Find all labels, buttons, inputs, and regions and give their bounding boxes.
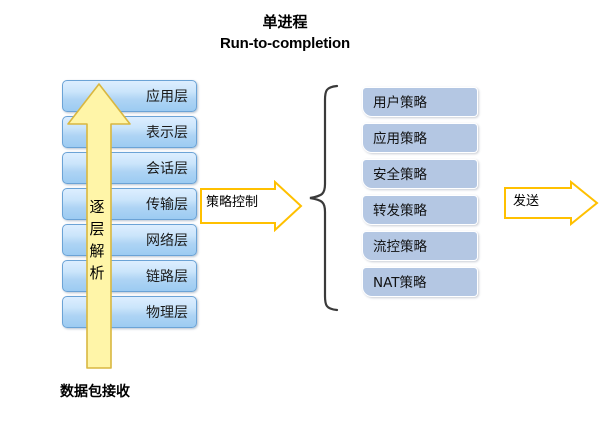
- send-arrow-icon: [503, 179, 599, 227]
- arrow-up-label-char: 逐: [89, 198, 105, 216]
- osi-layer-box[interactable]: 应用层: [62, 80, 197, 112]
- policy-item-label: 流控策略: [373, 239, 427, 255]
- osi-layer-box[interactable]: 物理层: [62, 296, 197, 328]
- policy-item[interactable]: 应用策略: [362, 123, 478, 153]
- osi-layer-label: 应用层: [146, 89, 188, 105]
- policy-item-label: 转发策略: [373, 203, 427, 219]
- osi-layer-stack: 应用层 表示层 会话层 传输层 网络层 链路层 物理层: [62, 80, 197, 332]
- policy-item-label: 安全策略: [373, 167, 427, 183]
- osi-layer-label: 网络层: [146, 233, 188, 249]
- osi-layer-box[interactable]: 网络层: [62, 224, 197, 256]
- osi-layer-label: 传输层: [146, 197, 188, 213]
- osi-layer-label: 链路层: [146, 269, 188, 285]
- policy-item[interactable]: 流控策略: [362, 231, 478, 261]
- policy-control-arrow-icon: [199, 179, 303, 233]
- osi-layer-box[interactable]: 表示层: [62, 116, 197, 148]
- policy-item-label: 应用策略: [373, 131, 427, 147]
- title-line-english: Run-to-completion: [220, 35, 350, 52]
- arrow-up-label-char: 层: [89, 220, 105, 238]
- title-line-chinese: 单进程: [262, 14, 308, 31]
- packet-receive-caption: 数据包接收: [60, 384, 130, 400]
- osi-layer-box[interactable]: 链路层: [62, 260, 197, 292]
- policy-item[interactable]: 安全策略: [362, 159, 478, 189]
- arrow-up-label: 逐 层 解 析: [84, 196, 110, 284]
- policy-item[interactable]: 转发策略: [362, 195, 478, 225]
- policy-list: 用户策略 应用策略 安全策略 转发策略 流控策略 NAT策略: [362, 87, 478, 303]
- policy-item[interactable]: 用户策略: [362, 87, 478, 117]
- policy-item-label: 用户策略: [373, 95, 427, 111]
- page-title: 单进程 Run-to-completion: [160, 12, 410, 54]
- curly-brace-icon: [306, 84, 340, 312]
- arrow-up-label-char: 析: [89, 264, 105, 282]
- osi-layer-label: 会话层: [146, 161, 188, 177]
- osi-layer-box[interactable]: 会话层: [62, 152, 197, 184]
- policy-item-label: NAT策略: [373, 275, 427, 291]
- send-arrow-label: 发送: [513, 194, 540, 209]
- osi-layer-label: 表示层: [146, 125, 188, 141]
- arrow-up-label-char: 解: [89, 242, 105, 260]
- osi-layer-box[interactable]: 传输层: [62, 188, 197, 220]
- osi-layer-label: 物理层: [146, 305, 188, 321]
- policy-item[interactable]: NAT策略: [362, 267, 478, 297]
- policy-control-arrow-label: 策略控制: [206, 195, 259, 210]
